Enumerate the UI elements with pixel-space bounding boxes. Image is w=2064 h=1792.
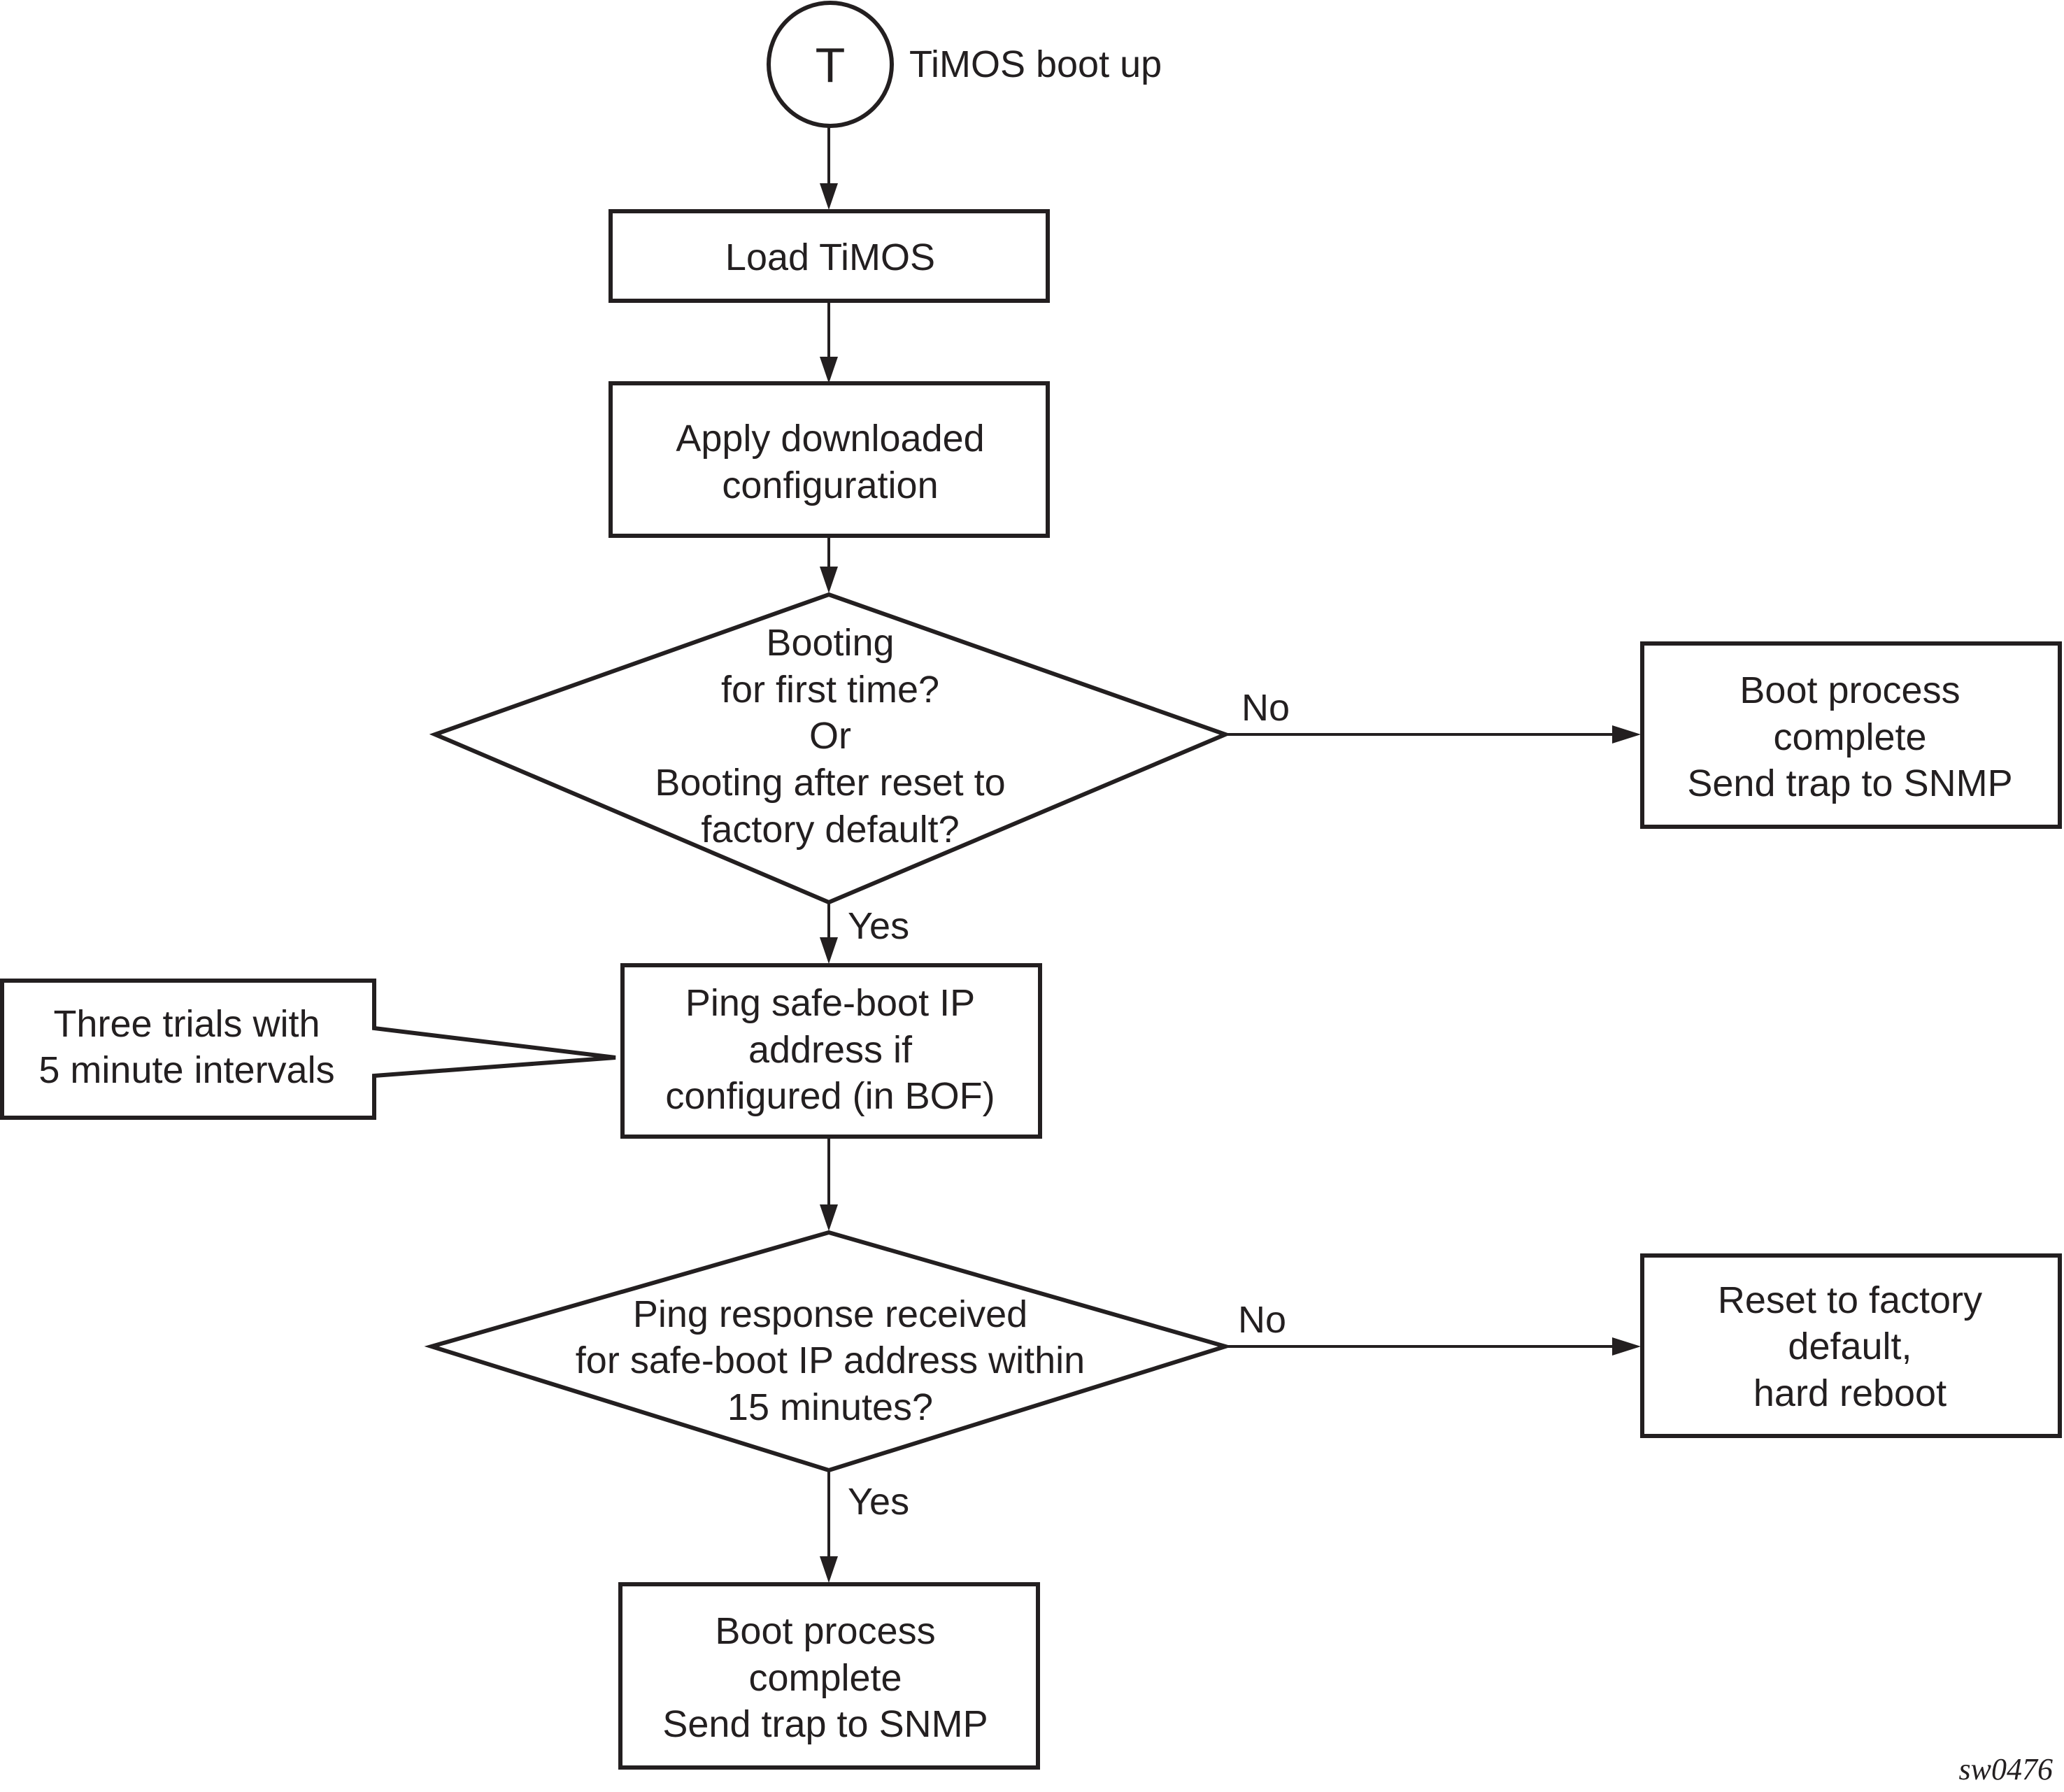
decision-ping-diamond <box>424 1230 1233 1473</box>
step-boot-complete-bottom-box <box>618 1582 1040 1770</box>
arrowhead-ping-yes-to-complete <box>820 1556 838 1583</box>
boot-complete-bottom-line-2: complete <box>748 1657 902 1699</box>
step-ping-box <box>620 963 1042 1139</box>
step-load-line-1: Load TiMOS <box>725 236 935 278</box>
edge-label-first-boot-no: No <box>1241 687 1290 729</box>
decision-first-boot-line-5: factory default? <box>701 809 959 851</box>
callout-trials: Three trials with 5 minute intervals <box>0 979 616 1120</box>
step-boot-complete-right: Boot process complete Send trap to SNMP <box>1640 641 2062 829</box>
arrowhead-decision-yes-to-ping <box>820 937 838 964</box>
arrowhead-apply-to-decision <box>820 567 838 593</box>
decision-ping-line-1: Ping response received <box>633 1293 1027 1335</box>
callout-shape <box>0 979 616 1120</box>
edge-label-ping-no: No <box>1238 1299 1286 1341</box>
decision-first-boot: Booting for first time? Or Booting after… <box>429 592 1232 905</box>
step-apply-box <box>608 381 1050 538</box>
callout-line-1: Three trials with <box>53 1003 320 1045</box>
boot-complete-right-line-2: complete <box>1773 716 1926 758</box>
step-reset-factory: Reset to factory default, hard reboot <box>1640 1253 2062 1438</box>
callout-line-2: 5 minute intervals <box>38 1049 334 1091</box>
boot-complete-right-line-1: Boot process <box>1739 669 1960 711</box>
start-circle <box>767 1 894 128</box>
decision-first-boot-diamond <box>429 592 1232 905</box>
step-load-box <box>608 209 1050 303</box>
step-apply-line-1: Apply downloaded <box>676 418 984 460</box>
step-load-timos: Load TiMOS <box>608 209 1050 303</box>
decision-ping-response: Ping response received for safe-boot IP … <box>424 1230 1233 1473</box>
figure-id: sw0476 <box>1959 1752 2053 1786</box>
step-reset-line-3: hard reboot <box>1753 1372 1946 1414</box>
step-reset-line-2: default, <box>1788 1325 1912 1367</box>
start-symbol: T <box>816 38 846 92</box>
arrowhead-load-to-apply <box>820 357 838 383</box>
arrowhead-start-to-load <box>820 183 838 210</box>
edge-label-ping-yes: Yes <box>848 1481 909 1523</box>
step-ping-line-2: address if <box>748 1029 913 1071</box>
start-label: TiMOS boot up <box>909 43 1162 85</box>
step-ping-line-1: Ping safe-boot IP <box>685 982 975 1024</box>
step-apply-config: Apply downloaded configuration <box>608 381 1050 538</box>
step-boot-complete-right-box <box>1640 641 2062 829</box>
arrowhead-first-boot-no <box>1612 725 1641 744</box>
connectors <box>820 127 1641 1583</box>
step-boot-complete-bottom: Boot process complete Send trap to SNMP <box>618 1582 1040 1770</box>
start-terminal: T TiMOS boot up <box>767 1 1162 128</box>
step-ping-line-3: configured (in BOF) <box>665 1075 995 1117</box>
step-reset-line-1: Reset to factory <box>1718 1279 1982 1321</box>
step-ping-safe-boot: Ping safe-boot IP address if configured … <box>620 963 1042 1139</box>
edge-label-first-boot-yes: Yes <box>848 905 909 947</box>
arrowhead-ping-no <box>1612 1337 1641 1356</box>
boot-complete-bottom-line-3: Send trap to SNMP <box>662 1703 988 1745</box>
decision-first-boot-line-4: Booting after reset to <box>655 762 1005 804</box>
decision-first-boot-line-3: Or <box>809 715 851 757</box>
decision-first-boot-line-1: Booting <box>766 622 894 664</box>
boot-complete-bottom-line-1: Boot process <box>715 1610 935 1652</box>
step-reset-box <box>1640 1253 2062 1438</box>
step-apply-line-2: configuration <box>722 464 938 506</box>
arrowhead-ping-to-decision <box>820 1204 838 1231</box>
decision-ping-line-3: 15 minutes? <box>727 1386 933 1428</box>
boot-complete-right-line-3: Send trap to SNMP <box>1687 762 2012 804</box>
decision-first-boot-line-2: for first time? <box>721 669 939 711</box>
decision-ping-line-2: for safe-boot IP address within <box>576 1339 1085 1381</box>
